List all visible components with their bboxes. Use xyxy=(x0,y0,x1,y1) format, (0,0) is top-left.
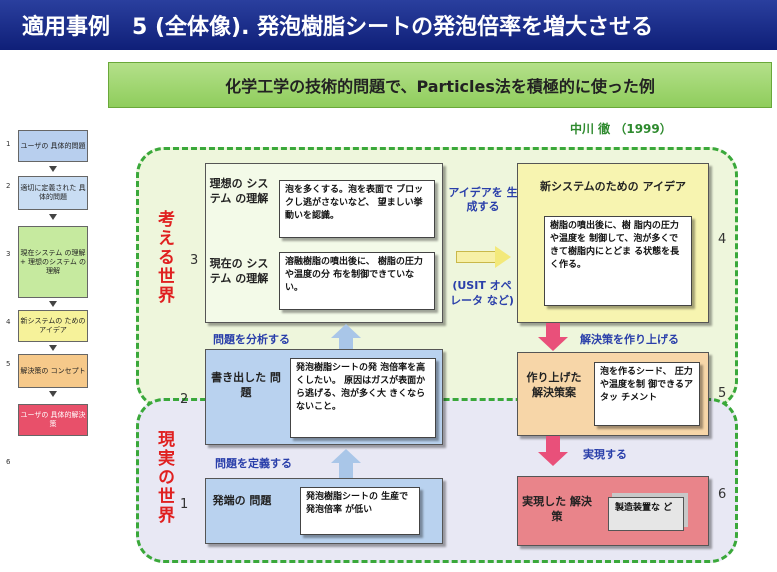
step-number: 5 xyxy=(718,386,727,401)
realized-solution-label: 実現した 解決策 xyxy=(522,495,592,523)
generate-arrow-icon xyxy=(495,246,511,268)
analyze-arrow-icon xyxy=(331,324,361,338)
step-number: 1 xyxy=(180,497,189,512)
build-arrow-shaft xyxy=(546,323,560,337)
realize-arrow-icon xyxy=(538,452,568,466)
new-idea-label: 新システムのための アイデア xyxy=(540,180,686,193)
ideal-system-text: 泡を多くする。泡を表面で ブロックし逃がさないなど、 望ましい挙動いを認識。 xyxy=(279,180,435,238)
page-title: 適用事例 5 (全体像). 発泡樹脂シートの発泡倍率を増大させる xyxy=(22,15,654,40)
analyze-arrow-shaft xyxy=(339,337,353,351)
mini-step-user-solution: ユーザの 具体的解決策 xyxy=(18,404,88,436)
mini-arrow-icon xyxy=(49,301,57,307)
thinking-world-label: 考える世界 xyxy=(154,210,174,305)
define-label: 問題を定義する xyxy=(215,457,292,470)
analyze-label: 問題を分析する xyxy=(213,333,290,346)
author-citation: 中川 徹 （1999） xyxy=(570,122,672,136)
mini-arrow-icon xyxy=(49,214,57,220)
realized-solution-text: 製造装置な ど xyxy=(608,497,684,531)
mini-step-number: 1 xyxy=(6,140,11,148)
step-number: 3 xyxy=(190,253,199,268)
define-arrow-icon xyxy=(331,449,361,463)
generate-label: アイデアを 生成する xyxy=(448,186,518,213)
current-system-label: 現在の システム の理解 xyxy=(209,257,269,285)
mini-step-number: 2 xyxy=(6,182,11,190)
ideal-system-label: 理想の システム の理解 xyxy=(209,177,269,205)
written-problem-text: 発泡樹脂シートの発 泡倍率を高くしたい。 原因はガスが表面か ら逃げる、泡が多く… xyxy=(290,358,436,438)
mini-step-new-idea: 新システムの ためのアイデア xyxy=(18,310,88,342)
mini-arrow-icon xyxy=(49,345,57,351)
mini-step-number: 4 xyxy=(6,318,11,326)
built-solution-text: 泡を作るシード、 圧力や温度を制 御できるアタッ チメント xyxy=(594,362,700,426)
mini-step-number: 3 xyxy=(6,250,11,258)
mini-step-solution-concept: 解決策の コンセプト xyxy=(18,354,88,388)
mini-step-system-understanding: 現在システム の理解 + 理想のシステム の理解 xyxy=(18,226,88,298)
define-arrow-shaft xyxy=(339,462,353,478)
subtitle-bar: 化学工学の技術的問題で、Particles法を積極的に使った例 xyxy=(108,62,772,108)
mini-step-defined-problem: 適切に定義された 具体的問題 xyxy=(18,176,88,210)
mini-arrow-icon xyxy=(49,166,57,172)
generate-arrow-shaft xyxy=(456,251,496,263)
step-number: 2 xyxy=(180,392,189,407)
current-system-text: 溶融樹脂の噴出後に、 樹脂の圧力や温度の分 布を制御できていない。 xyxy=(279,252,435,310)
mini-step-number: 6 xyxy=(6,458,11,466)
page-subtitle: 化学工学の技術的問題で、Particles法を積極的に使った例 xyxy=(225,77,655,96)
usit-label: (USIT オペレータ など) xyxy=(450,279,514,307)
mini-arrow-icon xyxy=(49,391,57,397)
built-solution-label: 作り上げた 解決策案 xyxy=(526,371,582,399)
mini-step-number: 5 xyxy=(6,360,11,368)
mini-step-user-problem: ユーザの 具体的問題 xyxy=(18,130,88,162)
step-number: 4 xyxy=(718,232,727,247)
realize-label: 実現する xyxy=(583,448,627,461)
build-label: 解決策を作り上げる xyxy=(580,333,679,346)
new-idea-text: 樹脂の噴出後に、樹 脂内の圧力や温度を 制御して、泡が多くで きて樹脂内にとどま… xyxy=(544,216,692,306)
build-arrow-icon xyxy=(538,337,568,351)
step-number: 6 xyxy=(718,487,727,502)
field-problem-text: 発泡樹脂シートの 生産で発泡倍率 が低い xyxy=(300,487,420,535)
realize-arrow-shaft xyxy=(546,436,560,452)
title-bar: 適用事例 5 (全体像). 発泡樹脂シートの発泡倍率を増大させる xyxy=(0,0,777,50)
written-problem-label: 書き出した 問題 xyxy=(211,371,281,399)
field-problem-label: 発端の 問題 xyxy=(212,494,272,507)
real-world-label: 現実の世界 xyxy=(154,430,174,525)
